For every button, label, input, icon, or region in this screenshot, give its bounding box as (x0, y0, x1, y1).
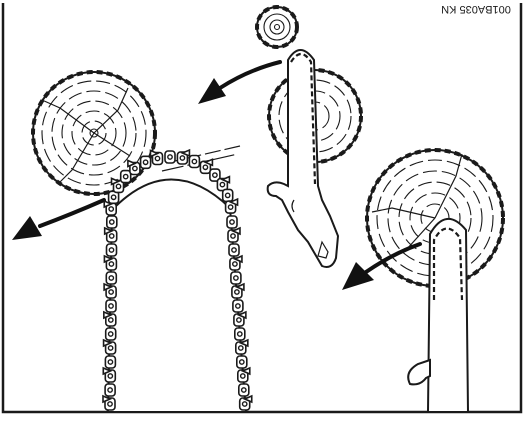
chain-rivet (203, 165, 207, 169)
chain-rivet (234, 276, 238, 280)
chain-rivet (236, 304, 240, 308)
chain-rivet (109, 248, 113, 252)
chain-rivet (109, 304, 113, 308)
chain-rivet (124, 174, 128, 178)
chain-rivet (239, 346, 243, 350)
chain-rivet (109, 207, 113, 211)
chain-rivet (228, 205, 232, 209)
arrow-left (12, 200, 104, 240)
chain-rivet (143, 160, 147, 164)
chain-rivet (108, 374, 112, 378)
chain-rivet (192, 159, 196, 163)
chain-rivet (237, 318, 241, 322)
chain-rivet (133, 166, 137, 170)
chain-rivet (233, 262, 237, 266)
chain-rivet (116, 184, 120, 188)
chain-rivet (168, 155, 172, 159)
chain-rivet (109, 318, 113, 322)
chain-rivet (111, 195, 115, 199)
chain-rivet (109, 262, 113, 266)
chain-rivet (226, 193, 230, 197)
chain-rivet (238, 332, 242, 336)
chain-rivet (108, 360, 112, 364)
figure-code: 001BA035 KN (432, 2, 520, 16)
chain-rivet (109, 332, 113, 336)
chain-rivet (235, 290, 239, 294)
arrow-upper (198, 62, 280, 104)
chain-rivet (231, 234, 235, 238)
chain-rivet (109, 276, 113, 280)
chain-rivet (213, 173, 217, 177)
chain-rivet (110, 234, 114, 238)
chain-rivet (240, 360, 244, 364)
chain-rivet (180, 156, 184, 160)
chain-rivet (243, 402, 247, 406)
saw-chain (103, 150, 252, 412)
chain-rivet (230, 220, 234, 224)
chain-rivet (155, 156, 159, 160)
large-log-left (33, 72, 155, 194)
chain-rivet (232, 248, 236, 252)
chain-rivet (109, 290, 113, 294)
chain-rivet (241, 374, 245, 378)
chain-rivet (108, 388, 112, 392)
chain-rivet (108, 346, 112, 350)
chain-rivet (110, 220, 114, 224)
small-log-top (257, 7, 297, 47)
chain-rivet (220, 182, 224, 186)
chain-rivet (108, 402, 112, 406)
chain-rivet (242, 388, 246, 392)
